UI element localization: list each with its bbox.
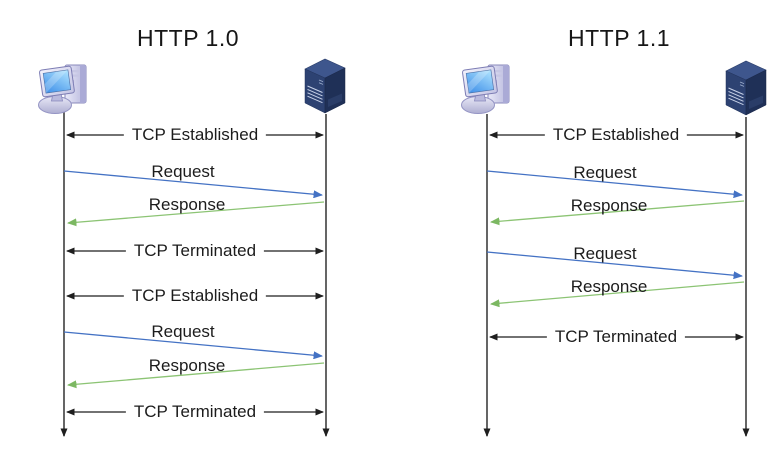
message-label-tcp: TCP Terminated bbox=[125, 240, 265, 262]
response-arrow-line bbox=[490, 281, 745, 308]
message-label-request: Request bbox=[151, 162, 215, 181]
message-label-response: Response bbox=[570, 277, 648, 296]
response-arrow-line bbox=[67, 362, 325, 389]
server-tower-icon bbox=[725, 60, 767, 116]
request-arrow-line bbox=[63, 331, 323, 360]
message-label-tcp: TCP Established bbox=[544, 124, 688, 146]
message-label-tcp: TCP Terminated bbox=[125, 401, 265, 423]
response-arrow-line bbox=[67, 201, 325, 227]
request-arrow-line bbox=[63, 170, 323, 199]
diagram-title: HTTP 1.0 bbox=[137, 25, 239, 51]
message-label-response: Response bbox=[570, 196, 648, 215]
message-label-response: Response bbox=[148, 195, 226, 214]
request-arrow-line bbox=[486, 251, 743, 280]
desktop-computer-icon bbox=[38, 64, 87, 114]
message-label-request: Request bbox=[573, 163, 637, 182]
response-arrow-line bbox=[490, 200, 745, 226]
message-label-tcp: TCP Established bbox=[123, 124, 267, 146]
message-label-request: Request bbox=[573, 244, 637, 263]
desktop-computer-icon bbox=[461, 64, 510, 114]
message-label-tcp: TCP Established bbox=[123, 285, 267, 307]
server-tower-icon bbox=[304, 58, 346, 114]
request-arrow-line bbox=[486, 170, 743, 199]
message-label-tcp: TCP Terminated bbox=[546, 326, 686, 348]
message-label-request: Request bbox=[151, 322, 215, 341]
message-label-response: Response bbox=[148, 356, 226, 375]
diagram-title: HTTP 1.1 bbox=[568, 25, 670, 51]
